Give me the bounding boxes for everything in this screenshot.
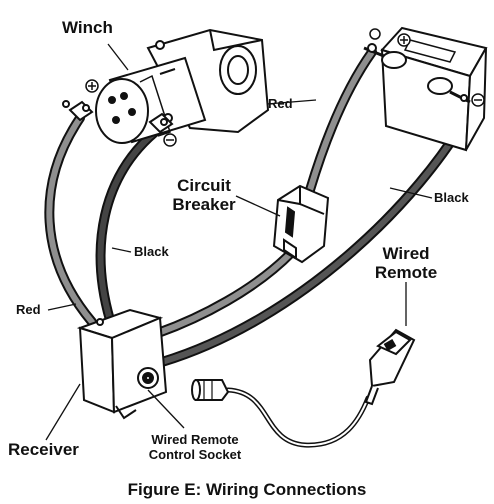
figure-caption: Figure E: Wiring Connections [127, 480, 367, 499]
label-red-left: Red [16, 302, 41, 317]
battery [363, 26, 488, 152]
label-black-right: Black [434, 190, 469, 205]
label-receiver: Receiver [8, 440, 79, 459]
label-wired-remote: Wired Remote [374, 244, 438, 282]
winch [62, 28, 270, 144]
battery-polarity [369, 28, 485, 107]
winch-polarity [85, 79, 177, 147]
label-black-middle: Black [134, 244, 169, 259]
wired-remote-handset [364, 328, 416, 406]
leader-lines [45, 43, 433, 441]
breaker-to-receiver-cable [153, 247, 297, 338]
label-wired-remote-control-socket: Wired Remote Control Socket [148, 432, 242, 462]
label-circuit-breaker: Circuit Breaker [172, 176, 236, 214]
receiver-box [76, 308, 168, 420]
label-winch: Winch [62, 18, 113, 37]
wired-remote-plug [191, 379, 230, 401]
cables [44, 47, 473, 448]
label-red-top: Red [268, 96, 293, 111]
circuit-breaker [272, 184, 330, 264]
